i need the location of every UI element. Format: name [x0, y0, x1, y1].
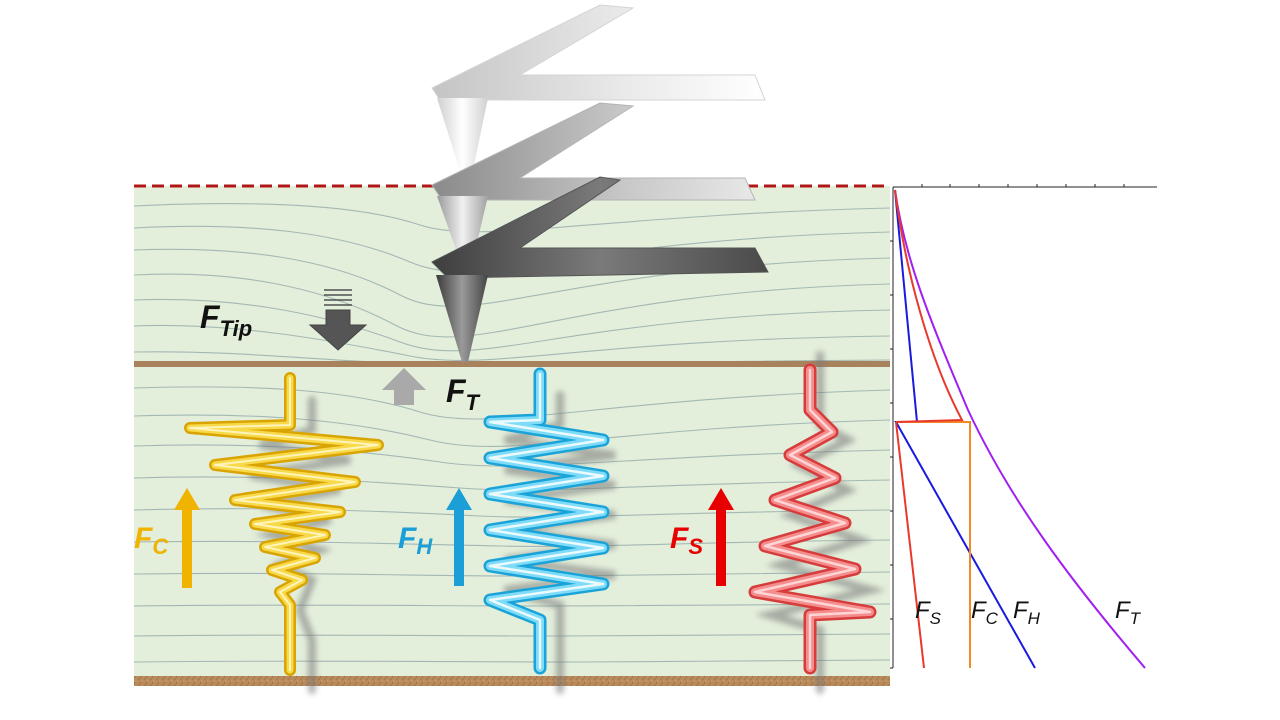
- f-tip-label: FTip: [200, 299, 252, 341]
- fc-arrow: [174, 488, 200, 588]
- spring-h: [483, 367, 610, 675]
- curve-fs-upper: [894, 189, 964, 423]
- plot-label-ft: FT: [1115, 597, 1142, 628]
- plot-label-fh: FH: [1013, 597, 1041, 628]
- membrane-layer: [134, 361, 890, 367]
- ft-force-arrow: [382, 368, 426, 405]
- fs-label: FS: [670, 522, 703, 559]
- spring-s: [748, 363, 877, 675]
- plot-label-fs: FS: [915, 597, 942, 628]
- cantilever-dark: [431, 176, 769, 362]
- fh-label: FH: [398, 522, 433, 559]
- curve-fs-lower: [895, 421, 925, 669]
- fs-arrow: [708, 488, 734, 586]
- cantilever-light: [431, 4, 766, 184]
- fc-label: FC: [134, 522, 169, 559]
- tip-force-arrow: [308, 289, 368, 351]
- curve-ft: [894, 189, 1146, 669]
- cantilever-mid: [431, 102, 756, 272]
- fh-arrow: [446, 488, 472, 586]
- force-depth-plot: FS FC FH FT: [890, 184, 1157, 669]
- spring-c: [184, 372, 384, 676]
- plot-y-ticks: [890, 240, 893, 669]
- plot-x-ticks: [921, 184, 1125, 187]
- substrate-layer: [134, 676, 890, 686]
- plot-label-fc: FC: [971, 597, 999, 628]
- curve-fc: [896, 421, 971, 668]
- ft-label: FT: [446, 373, 481, 415]
